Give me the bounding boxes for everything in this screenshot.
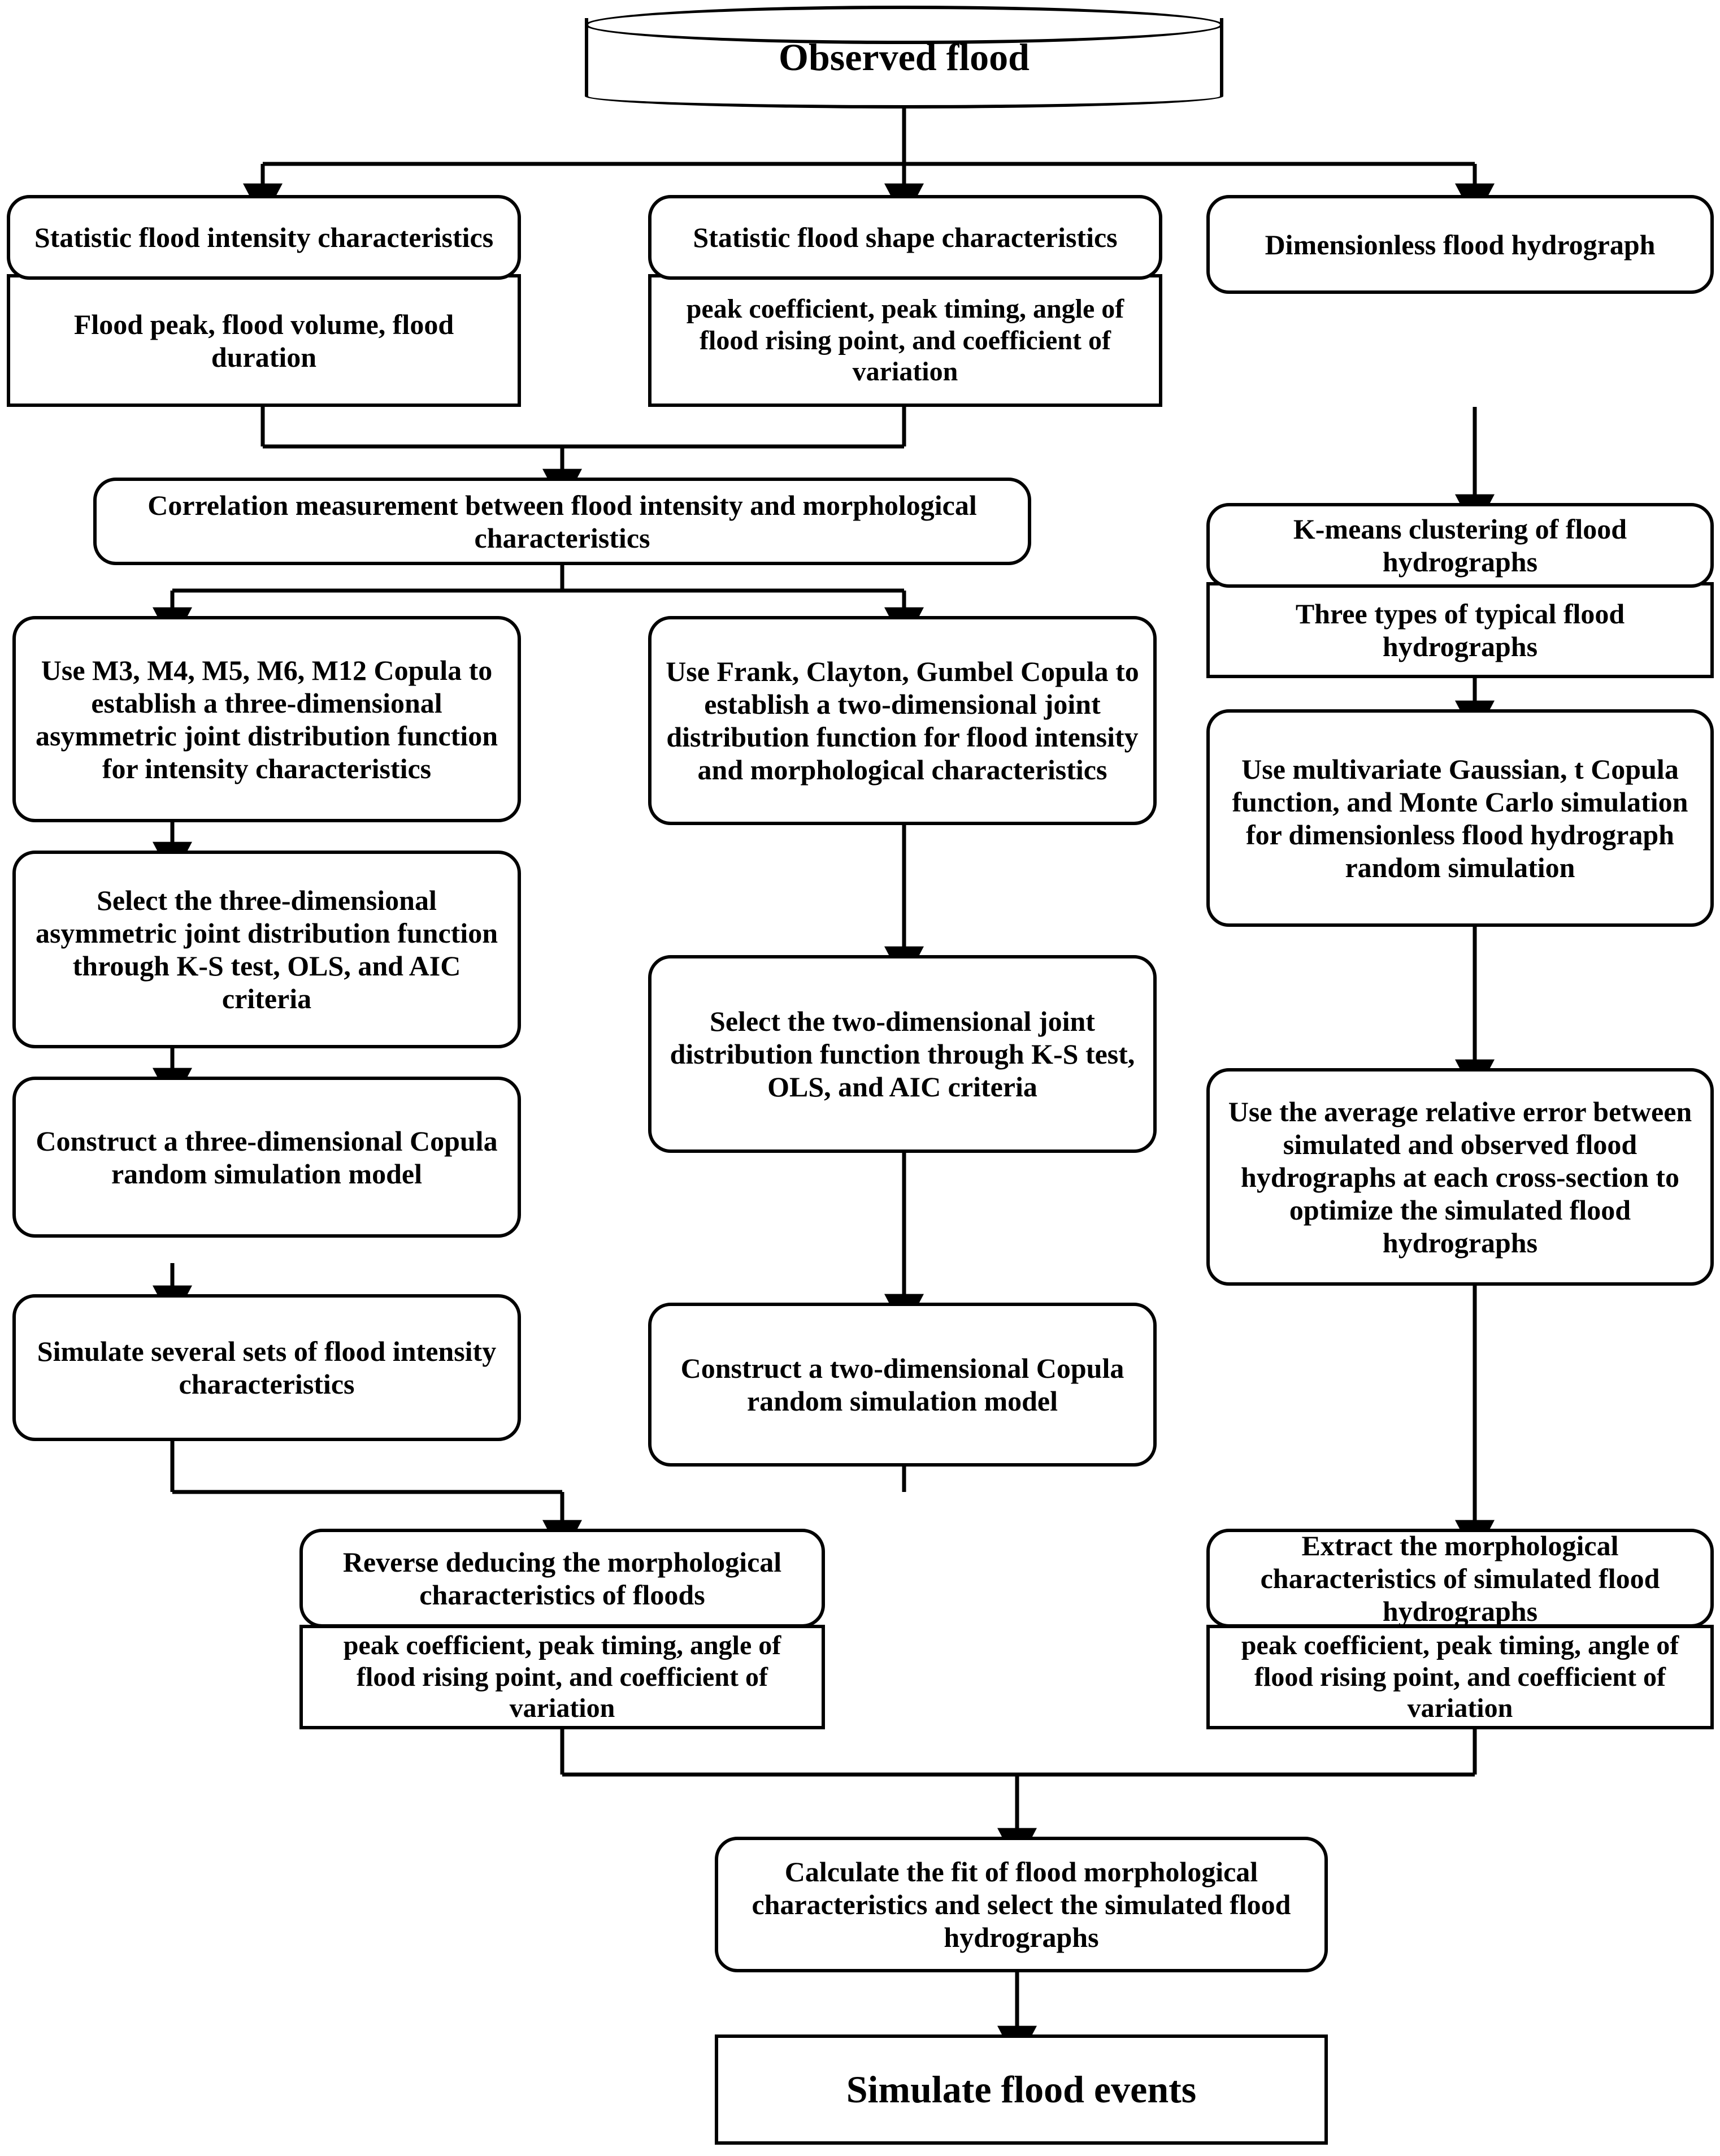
simulate-flood-events-box[interactable]: Simulate flood events — [715, 2034, 1328, 2145]
statistic-flood-shape-header[interactable]: Statistic flood shape characteristics — [648, 195, 1162, 280]
kmeans-clustering-header[interactable]: K-means clustering of flood hydrographs — [1206, 503, 1714, 588]
reverse-deducing-header[interactable]: Reverse deducing the morphological chara… — [299, 1529, 825, 1628]
select-2d-distribution-box[interactable]: Select the two-dimensional joint distrib… — [648, 955, 1157, 1153]
construct-3d-model-box[interactable]: Construct a three-dimensional Copula ran… — [12, 1077, 521, 1238]
statistic-flood-shape-detail[interactable]: peak coefficient, peak timing, angle of … — [648, 274, 1162, 407]
kmeans-clustering-group[interactable]: K-means clustering of flood hydrographs … — [1206, 503, 1714, 678]
reverse-deducing-detail[interactable]: peak coefficient, peak timing, angle of … — [299, 1625, 825, 1729]
statistic-flood-intensity-group[interactable]: Statistic flood intensity characteristic… — [7, 195, 521, 407]
cylinder-top-ellipse — [585, 6, 1223, 44]
correlation-measurement-box[interactable]: Correlation measurement between flood in… — [93, 478, 1031, 565]
simulate-intensity-characteristics-box[interactable]: Simulate several sets of flood intensity… — [12, 1294, 521, 1441]
kmeans-clustering-detail[interactable]: Three types of typical flood hydrographs — [1206, 582, 1714, 678]
extract-morphological-group[interactable]: Extract the morphological characteristic… — [1206, 1529, 1714, 1729]
extract-morphological-header[interactable]: Extract the morphological characteristic… — [1206, 1529, 1714, 1628]
statistic-flood-intensity-detail[interactable]: Flood peak, flood volume, flood duration — [7, 274, 521, 407]
copula-3d-establish-box[interactable]: Use M3, M4, M5, M6, M12 Copula to establ… — [12, 616, 521, 822]
observed-flood-cylinder[interactable]: Observed flood — [585, 6, 1223, 109]
reverse-deducing-group[interactable]: Reverse deducing the morphological chara… — [299, 1529, 825, 1729]
statistic-flood-shape-group[interactable]: Statistic flood shape characteristics pe… — [648, 195, 1162, 407]
dimensionless-flood-hydrograph-box[interactable]: Dimensionless flood hydrograph — [1206, 195, 1714, 294]
statistic-flood-intensity-header[interactable]: Statistic flood intensity characteristic… — [7, 195, 521, 280]
select-3d-distribution-box[interactable]: Select the three-dimensional asymmetric … — [12, 851, 521, 1048]
calculate-fit-box[interactable]: Calculate the fit of flood morphological… — [715, 1837, 1328, 1972]
multivariate-gaussian-box[interactable]: Use multivariate Gaussian, t Copula func… — [1206, 709, 1714, 927]
construct-2d-model-box[interactable]: Construct a two-dimensional Copula rando… — [648, 1303, 1157, 1467]
extract-morphological-detail[interactable]: peak coefficient, peak timing, angle of … — [1206, 1625, 1714, 1729]
copula-2d-establish-box[interactable]: Use Frank, Clayton, Gumbel Copula to est… — [648, 616, 1157, 825]
observed-flood-label: Observed flood — [779, 35, 1030, 79]
average-relative-error-box[interactable]: Use the average relative error between s… — [1206, 1068, 1714, 1286]
